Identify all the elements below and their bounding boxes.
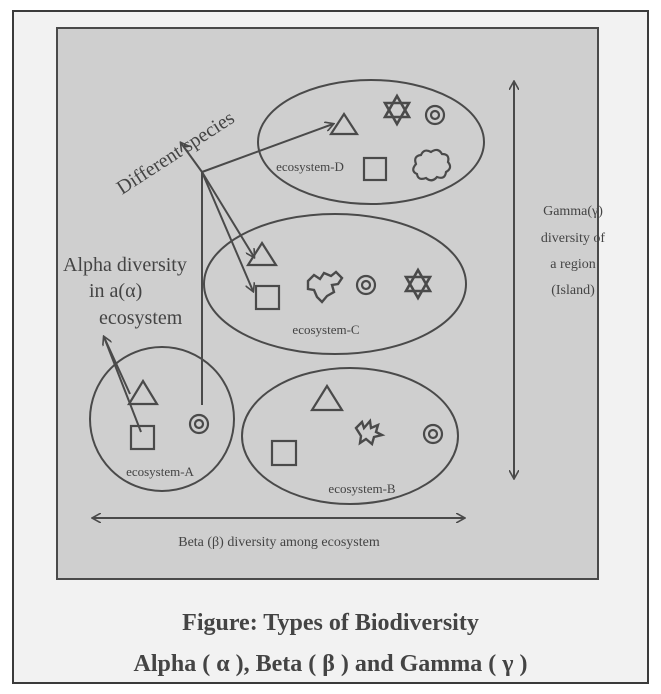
alpha-label-line3: ecosystem — [99, 307, 183, 329]
ecosystem-d-ellipse — [257, 79, 485, 205]
triangle-icon — [127, 378, 159, 406]
gamma-label-line2: diversity of — [541, 231, 605, 246]
square-icon — [270, 439, 298, 467]
triangle-icon — [310, 383, 344, 412]
caption-subtitle: Alpha ( α ), Beta ( β ) and Gamma ( γ ) — [133, 651, 528, 677]
square-icon — [254, 284, 281, 311]
triangle-icon — [328, 111, 360, 136]
square-icon — [129, 424, 156, 451]
species-arrows — [181, 124, 333, 405]
alpha-label-line1: Alpha diversity — [63, 254, 187, 276]
ecosystem-a-label: ecosystem-A — [126, 464, 194, 479]
alpha-arrows — [104, 337, 142, 433]
gamma-label-line3: a region — [550, 257, 595, 272]
ecosystem-c-label: ecosystem-C — [292, 322, 359, 337]
square-icon — [362, 156, 388, 182]
gamma-label-line1: Gamma(γ) — [543, 204, 603, 219]
hand-icon — [306, 270, 344, 304]
diagram-panel — [56, 27, 599, 580]
beta-label: Beta (β) diversity among ecosystem — [178, 535, 380, 550]
ecosystem-c-ellipse — [203, 213, 467, 355]
ecosystem-a-ellipse — [89, 346, 235, 492]
ecosystem-b-label: ecosystem-B — [328, 481, 395, 496]
ecosystem-b-ellipse — [241, 367, 459, 505]
alpha-label-line2: in a(α) — [89, 280, 142, 302]
cloud-icon — [412, 148, 452, 182]
gamma-label-line4: (Island) — [551, 283, 595, 298]
ecosystem-d-label: ecosystem-D — [276, 159, 344, 174]
caption-title: Figure: Types of Biodiversity — [182, 610, 479, 636]
